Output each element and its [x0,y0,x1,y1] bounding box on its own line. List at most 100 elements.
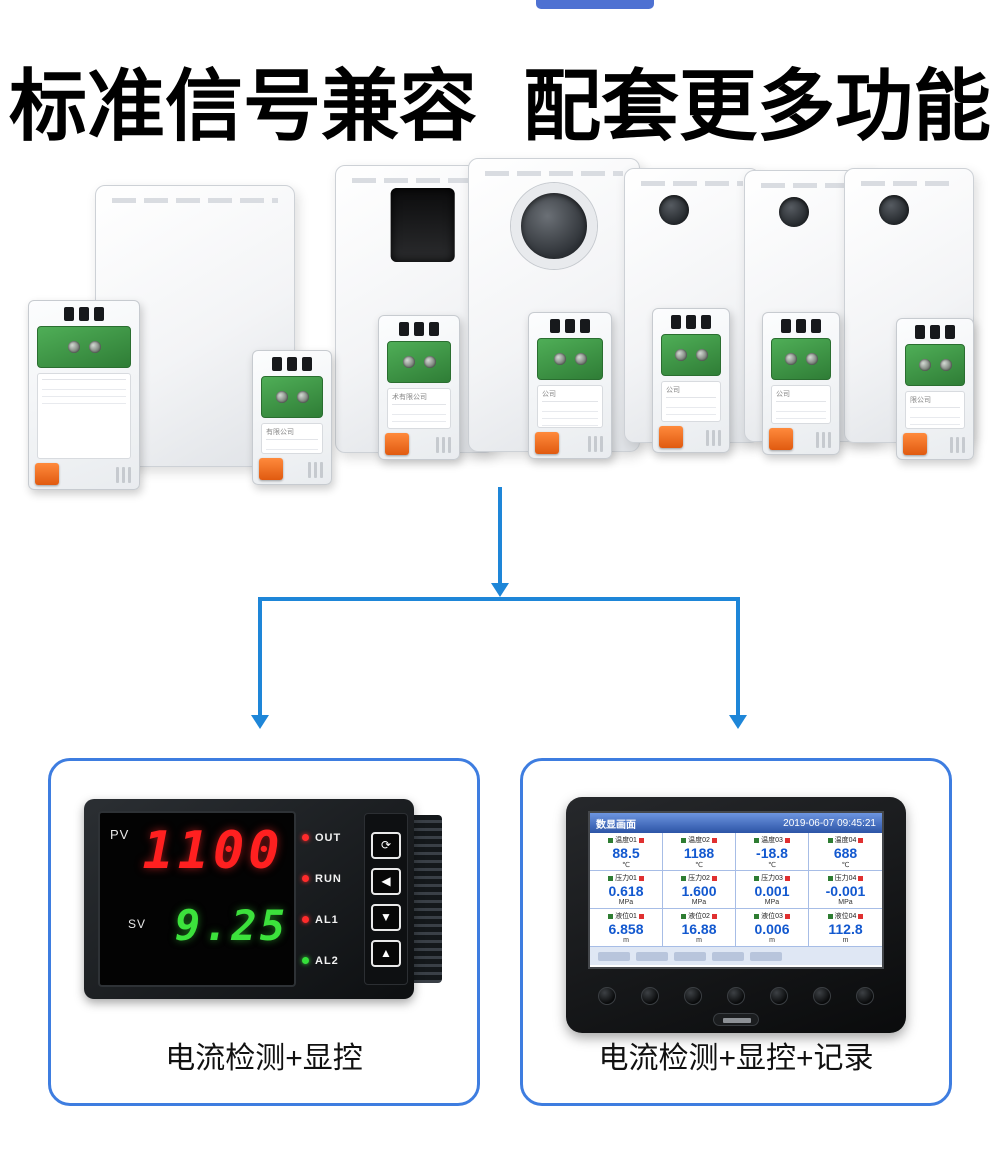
usb-port [713,1013,759,1026]
green-terminal-block [905,344,965,386]
arrow-branch-line [260,597,740,601]
vent-slots [308,462,323,478]
pin-slot [945,325,955,339]
alarm-tag-icon [638,837,644,843]
meter-bezel: PV 1100 SV 9.25 OUT RUN AL1 AL2 ⟳◀▼▲ [84,799,414,999]
pin-slot [79,307,89,321]
channel-cell: 温度01 88.5 ℃ [590,833,663,871]
screen-title: 数显画面 [596,819,636,831]
channel-name-row: 液位04 [809,911,882,921]
channel-unit: m [696,937,702,944]
sv-label: SV [128,917,147,931]
channel-cell: 压力03 0.001 MPa [736,871,809,909]
alarm-tag-icon [858,913,864,919]
arrow-stem [498,487,502,585]
channel-value: 112.8 [828,921,863,937]
terminal-screw [553,353,566,365]
alarm-tag-icon [858,837,864,843]
channel-value: 688 [833,845,858,861]
vent [828,432,831,448]
pin-slot [94,307,104,321]
footer-tab [750,951,782,961]
channel-unit: m [769,937,775,944]
terminal-screw [296,391,309,403]
vent-slots [588,436,603,452]
headline-right: 配套更多功能 [523,62,992,150]
terminal-screw [402,356,415,368]
alarm-tag-icon [711,837,717,843]
indicator-label: OUT [315,831,342,844]
module-label: 有限公司 [261,423,323,454]
terminal-pin-slots [39,307,129,321]
channel-unit: ℃ [768,862,776,869]
pin-slot [686,315,696,329]
channel-grid: 温度01 88.5 ℃ 温度02 1188 ℃ 温度03 -18.8 ℃ 温度0… [590,833,882,947]
vent [116,467,119,483]
arrow-head-center [491,583,509,597]
terminal-screw [805,353,818,365]
meter-button-column: ⟳◀▼▲ [364,813,408,985]
recorder-button [641,987,659,1005]
footer-tab [636,951,668,961]
panel-meter-card: PV 1100 SV 9.25 OUT RUN AL1 AL2 ⟳◀▼▲ 电流检… [48,758,480,1106]
channel-name: 压力01 [615,875,637,882]
wire-through-hole [779,197,809,227]
channel-name: 压力04 [834,875,857,882]
channel-cell: 压力02 1.600 MPa [663,871,736,909]
module-front [28,300,140,490]
left-caption: 电流检测+显控 [165,1042,363,1075]
meter-display: PV 1100 SV 9.25 [98,811,296,987]
terminal-screw [695,349,708,361]
wiring-diagram [542,405,598,427]
pin-slot [287,357,297,371]
module-label-text: 有限公司 [266,427,318,440]
wiring-diagram [666,401,716,421]
channel-name: 温度02 [688,837,710,844]
pin-slot [64,307,74,321]
pin-slot [429,322,439,336]
channel-value: 0.001 [754,883,790,899]
top-banner-fragment [536,0,654,9]
module-front: 限公司 [896,318,974,460]
din-rail-clip [903,433,927,455]
pv-label: PV [110,827,130,842]
wiring-diagram [910,411,960,428]
channel-name-row: 压力01 [590,873,662,883]
channel-name-row: 液位02 [663,911,735,921]
din-rail-clip [35,463,59,485]
green-terminal-block [771,338,831,380]
channel-value: 0.006 [754,921,790,937]
channel-value: 6.858 [608,921,644,937]
terminal-screw [275,391,288,403]
vent [436,437,439,453]
terminal-pin-slots [663,315,719,329]
channel-unit: MPa [838,899,853,906]
channel-cell: 液位03 0.006 m [736,909,809,947]
green-terminal-block [537,338,603,380]
sv-value: 9.25 [174,901,288,950]
module-label: 公司 [661,381,721,422]
recorder-button [727,987,745,1005]
vent [588,436,591,452]
terminal-screw [674,349,687,361]
channel-name: 温度03 [761,837,783,844]
vent [712,430,715,446]
arrow-head-left [251,715,269,729]
channel-name: 液位03 [761,913,783,920]
vent [718,430,721,446]
vent [308,462,311,478]
din-rail-clip [659,426,683,448]
terminal-pin-slots [389,322,449,336]
alarm-tag-icon [784,913,790,919]
channel-unit: m [623,937,629,944]
isolator-product-row: 有限公司 术有限公司 公司 [0,150,1000,495]
vent [822,432,825,448]
wire-through-hole [879,195,909,225]
footer-tab [712,951,744,961]
channel-cell: 温度03 -18.8 ℃ [736,833,809,871]
pv-value: 1100 [142,821,284,881]
vent [816,432,819,448]
channel-value: 1188 [683,845,715,861]
channel-cell: 液位02 16.88 m [663,909,736,947]
channel-tag-icon [681,837,687,843]
